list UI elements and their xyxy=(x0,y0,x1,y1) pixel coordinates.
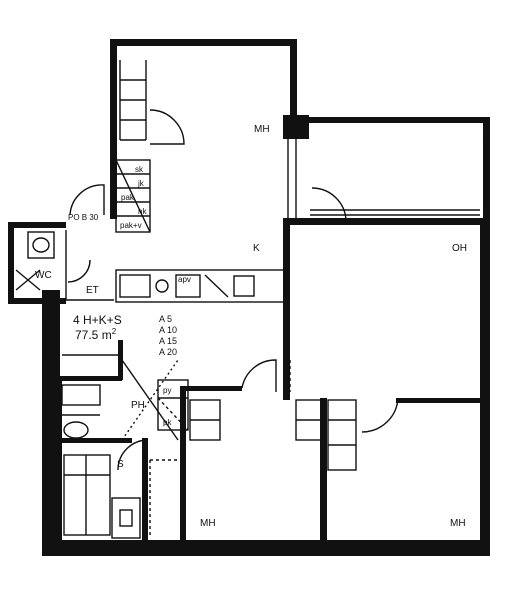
code-a20: A 20 xyxy=(159,347,177,357)
closet-label-sk: sk xyxy=(135,165,144,174)
door-swings xyxy=(67,109,399,471)
room-label-bath: PH xyxy=(131,400,145,411)
code-a5: A 5 xyxy=(159,314,172,324)
closet-label-hk: hk xyxy=(138,207,147,216)
area-unit: m xyxy=(102,328,112,342)
walls xyxy=(8,39,490,556)
door-label: PO B 30 xyxy=(68,213,99,222)
code-a10: A 10 xyxy=(159,325,177,335)
room-label-living: OH xyxy=(452,243,467,254)
code-a15: A 15 xyxy=(159,336,177,346)
room-label-entry: ET xyxy=(86,285,99,296)
closet-label-pak: pak xyxy=(121,193,135,202)
storage-label-py: py xyxy=(163,386,171,395)
room-label-wc: WC xyxy=(35,270,52,281)
room-label-kitchen: K xyxy=(253,243,260,254)
area-superscript: 2 xyxy=(112,327,117,336)
closet-label-jk: jk xyxy=(137,179,145,188)
room-label-mh-bottom-left: MH xyxy=(200,518,216,529)
closet-label-pakv: pak+v xyxy=(120,221,142,230)
area-number: 77.5 xyxy=(75,328,99,342)
room-label-sauna: S xyxy=(117,459,124,470)
apartment-type: 4 H+K+S xyxy=(73,313,122,327)
kitchen-label-apv: apv xyxy=(178,275,191,284)
room-label-mh-top: MH xyxy=(254,124,270,135)
apartment-area: 77.5 m2 xyxy=(75,327,117,342)
thin-lines xyxy=(15,60,488,552)
room-label-mh-bottom-right: MH xyxy=(450,518,466,529)
storage-label-pk: pk xyxy=(163,418,172,427)
